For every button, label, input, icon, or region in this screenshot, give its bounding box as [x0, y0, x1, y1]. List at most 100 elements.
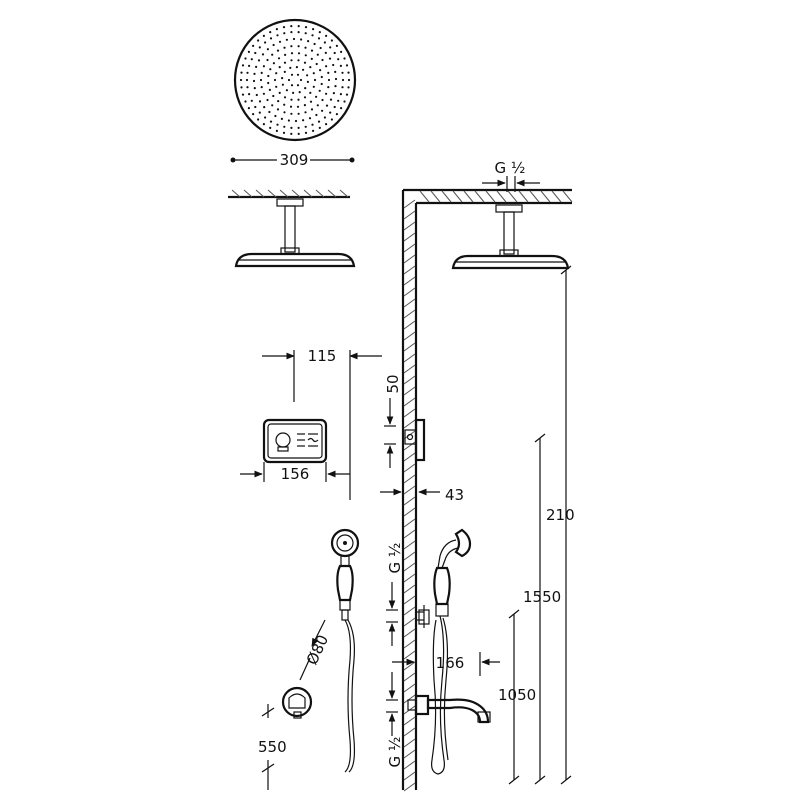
nozzle-dot	[278, 91, 281, 94]
nozzle-dot	[297, 52, 301, 55]
nozzle-dot	[335, 113, 338, 116]
nozzle-dot	[263, 106, 266, 109]
nozzle-dot	[282, 131, 286, 134]
nozzle-dot	[285, 38, 288, 41]
nozzle-dot	[269, 30, 272, 34]
nozzle-dot	[248, 64, 251, 67]
wall-hatch-line	[403, 562, 416, 572]
nozzle-dot	[309, 91, 312, 94]
wall-hatch-line	[403, 584, 416, 594]
nozzle-dot	[244, 100, 247, 103]
nozzle-dot	[290, 98, 293, 101]
head-diameter-dimension: 309	[230, 151, 355, 169]
nozzle-dot	[337, 99, 340, 102]
nozzle-dot	[245, 78, 249, 82]
nozzle-dot	[272, 62, 275, 65]
nozzle-dot	[269, 126, 272, 129]
nozzle-dot	[271, 104, 274, 107]
wall-hatch-line	[403, 298, 416, 308]
nozzle-dot	[272, 43, 275, 47]
dim-2100: 210	[546, 506, 575, 524]
wall-hatch-line	[403, 441, 416, 451]
nozzle-dot	[261, 53, 265, 56]
nozzle-dot	[304, 26, 308, 29]
nozzle-dot	[254, 51, 257, 55]
nozzle-dot	[339, 93, 342, 96]
nozzle-dot	[343, 100, 346, 103]
nozzle-dot	[325, 104, 329, 107]
nozzle-dot	[240, 86, 243, 89]
mixer-side-view	[404, 418, 426, 462]
nozzle-dot	[297, 126, 300, 129]
nozzle-dot	[327, 71, 330, 74]
nozzle-dot	[290, 30, 293, 34]
nozzle-dot	[266, 48, 269, 51]
nozzle-dot	[313, 42, 316, 46]
wall-hatch-line	[403, 474, 416, 484]
nozzle-dot	[323, 41, 326, 44]
wall-hatch-line	[403, 760, 416, 770]
nozzle-dot	[277, 57, 281, 60]
nozzle-dot	[253, 72, 256, 75]
wall-hatch-line	[403, 507, 416, 517]
nozzle-dot	[287, 119, 290, 122]
wall-hatch-line	[403, 452, 416, 462]
nozzle-dot	[290, 52, 294, 55]
dim-309: 309	[280, 151, 309, 169]
wall-hatch	[403, 190, 573, 792]
nozzle-dot	[317, 120, 321, 123]
nozzle-dot	[329, 98, 333, 101]
nozzle-dot	[315, 95, 318, 98]
wall-hatch-line	[403, 683, 416, 693]
bath-spout-side-view	[407, 694, 491, 724]
nozzle-dot	[330, 118, 333, 121]
nozzle-dot	[315, 113, 318, 117]
nozzle-dot	[241, 93, 245, 96]
nozzle-dot	[295, 66, 298, 69]
nozzle-dot	[292, 37, 296, 41]
nozzle-dot	[276, 123, 279, 126]
nozzle-dot	[258, 46, 261, 49]
wall-hatch-line	[403, 265, 416, 275]
nozzle-dot	[280, 117, 283, 120]
nozzle-dot	[329, 111, 332, 114]
wall-hatch-line	[403, 331, 416, 341]
nozzle-dot	[298, 91, 301, 94]
wall-hatch-line	[403, 485, 416, 495]
nozzle-dot	[275, 28, 278, 31]
ceiling-hatch-line	[496, 190, 507, 203]
ceiling-hatch-line	[485, 190, 496, 203]
nozzle-dot	[244, 57, 247, 60]
nozzle-dot	[239, 78, 243, 82]
nozzle-dot	[304, 46, 307, 49]
nozzle-dot	[321, 98, 324, 102]
mixer-depth-dimension: 115	[262, 347, 382, 500]
nozzle-dot	[297, 132, 300, 135]
nozzle-dot	[276, 34, 279, 37]
nozzle-dot	[283, 32, 286, 35]
dim-thread-lower: G ½	[386, 737, 404, 768]
nozzle-dot	[335, 44, 338, 48]
nozzle-dot	[246, 86, 249, 89]
nozzle-dot	[304, 131, 308, 134]
dim-166: 166	[436, 654, 465, 672]
wall-hatch-line	[403, 221, 416, 231]
nozzle-dot	[297, 25, 300, 28]
nozzle-dot	[311, 123, 314, 126]
wall-projection-dimension: 43	[380, 478, 464, 504]
nozzle-dot	[320, 75, 323, 79]
nozzle-dot	[253, 87, 256, 90]
shower-head-side-view-right	[451, 204, 570, 270]
nozzle-dot	[339, 64, 342, 67]
nozzle-dot	[316, 104, 319, 107]
nozzle-dot	[285, 89, 288, 92]
nozzle-dot	[264, 116, 267, 119]
nozzle-dot	[299, 78, 303, 82]
wall-hatch-line	[403, 661, 416, 671]
nozzle-dot	[297, 45, 300, 48]
wall-hatch-line	[403, 606, 416, 616]
nozzle-dot	[250, 58, 253, 61]
wall-hatch-line	[403, 540, 416, 550]
wall-hatch-line	[403, 595, 416, 605]
